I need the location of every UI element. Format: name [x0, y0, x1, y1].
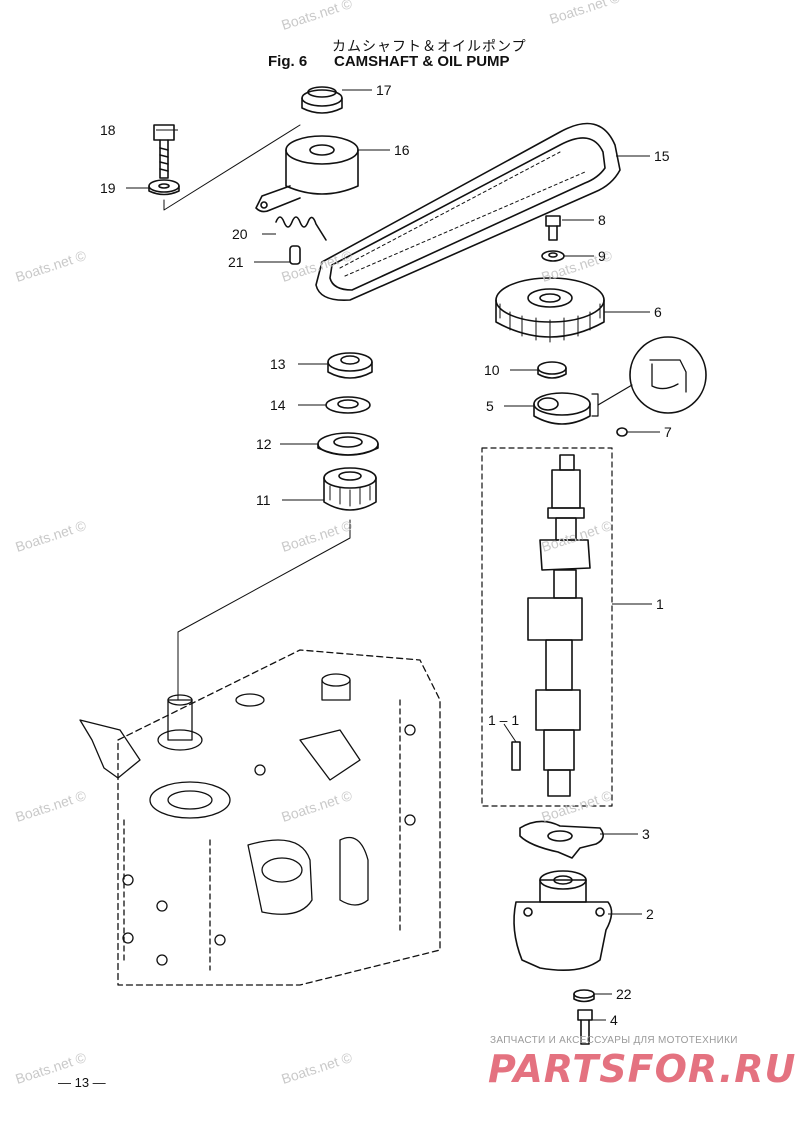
bolt-18: [153, 124, 175, 179]
washer-19: [148, 179, 180, 196]
engine-block: [79, 649, 441, 986]
callout-7: 7: [664, 424, 672, 440]
tensioner-pulley-16: [255, 135, 359, 213]
spring-20: [275, 216, 327, 241]
callout-9: 9: [598, 248, 606, 264]
page-number: — 13 —: [58, 1075, 106, 1090]
nut-13: [327, 352, 373, 379]
callout-12: 12: [256, 436, 272, 452]
washer-9: [541, 250, 565, 262]
callout-5: 5: [486, 398, 494, 414]
pin-21: [289, 245, 301, 265]
gasket-3: [519, 820, 604, 859]
callout-21: 21: [228, 254, 244, 270]
camshaft-1: [527, 454, 591, 797]
title-japanese: カムシャフト＆オイルポンプ: [332, 39, 527, 55]
cam-sprocket-6: [495, 277, 605, 343]
brand-tagline: ЗАПЧАСТИ И АКСЕССУАРЫ ДЛЯ МОТОТЕХНИКИ: [490, 1035, 738, 1046]
callout-15: 15: [654, 148, 670, 164]
callout-19: 19: [100, 180, 116, 196]
callout-4: 4: [610, 1012, 618, 1028]
callout-3: 3: [642, 826, 650, 842]
page-title: CAMSHAFT & OIL PUMP: [334, 53, 510, 70]
pin-1-1: [511, 741, 521, 771]
callout-8: 8: [598, 212, 606, 228]
callout-6: 6: [654, 304, 662, 320]
callout-2: 2: [646, 906, 654, 922]
callout-10: 10: [484, 362, 500, 378]
callout-11: 11: [256, 492, 271, 508]
callout-1-1: 1 – 1: [488, 712, 520, 728]
oil-seal-5: [533, 392, 591, 425]
washer-10: [537, 361, 567, 379]
callout-14: 14: [270, 397, 286, 413]
callout-22: 22: [616, 986, 632, 1002]
dowel-7: [616, 427, 628, 437]
callout-1: 1: [656, 596, 664, 612]
washer-22: [573, 989, 595, 1003]
callout-20: 20: [232, 226, 248, 242]
brand-logo: PARTSFOR.RU: [488, 1047, 797, 1091]
drive-pulley-11: [323, 467, 377, 511]
callout-18: 18: [100, 122, 116, 138]
oil-pump-2: [513, 870, 613, 971]
cap-17: [301, 86, 343, 114]
callout-16: 16: [394, 142, 410, 158]
figure-number: Fig. 6: [268, 53, 308, 70]
washer-14: [325, 396, 371, 414]
timing-belt: [315, 122, 621, 302]
callout-17: 17: [376, 82, 392, 98]
plate-12: [317, 432, 379, 456]
bolt-8: [545, 215, 561, 241]
callout-13: 13: [270, 356, 286, 372]
